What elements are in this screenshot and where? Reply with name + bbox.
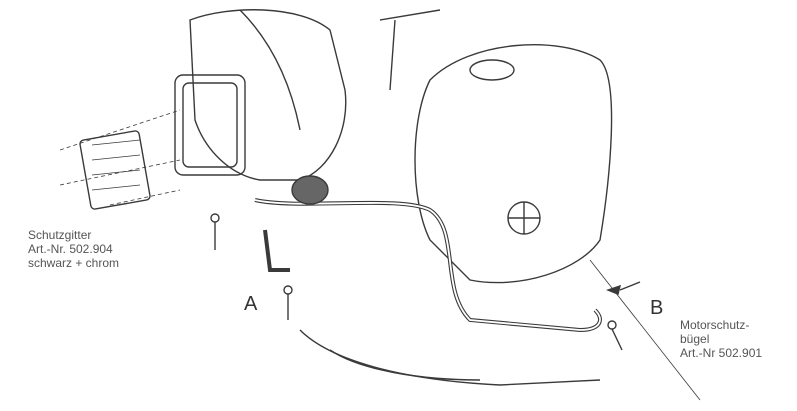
- engine-guard-label-article: Art.-Nr 502.901: [680, 346, 763, 360]
- callout-a: A: [244, 293, 258, 315]
- callout-b: B: [650, 297, 664, 319]
- grille-label: Schutzgitter Art.-Nr. 502.904 schwarz + …: [28, 228, 120, 270]
- engine-guard-label-name: Motorschutz-: [680, 318, 750, 332]
- grille-label-name: Schutzgitter: [28, 228, 92, 242]
- grille-label-article: Art.-Nr. 502.904: [28, 242, 113, 256]
- engine-guard-label-name-cont: bügel: [680, 332, 710, 346]
- engine-guard-label: Motorschutz- bügel Art.-Nr 502.901: [680, 318, 763, 360]
- grille-label-finish: schwarz + chrom: [28, 256, 120, 270]
